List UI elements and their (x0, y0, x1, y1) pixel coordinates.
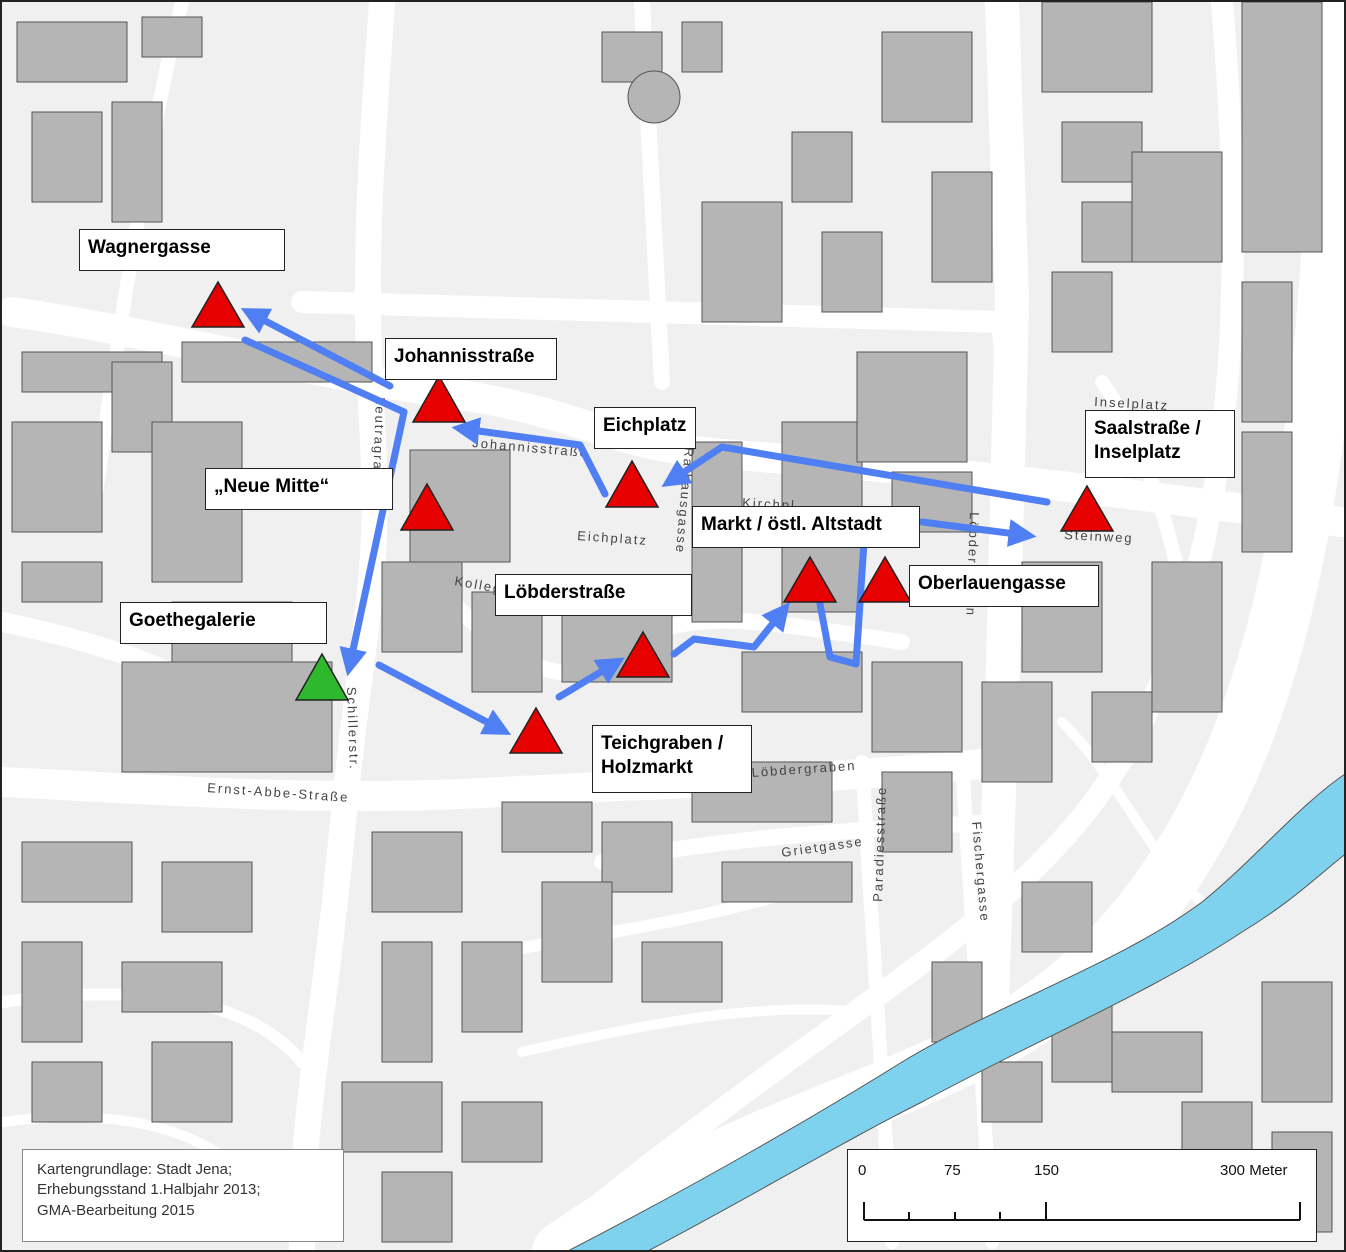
credit-line-2: Erhebungsstand 1.Halbjahr 2013; (37, 1181, 261, 1199)
credit-line-1: Kartengrundlage: Stadt Jena; (37, 1161, 233, 1178)
label-oberlauengasse: Oberlauengasse (909, 565, 1099, 607)
route-arrow-to-teichgraben (375, 661, 512, 735)
marker-goethegalerie[interactable] (294, 652, 350, 701)
label-wagnergasse: Wagnergasse (79, 229, 285, 271)
label-saalstrasse-inselplatz: Saalstraße / Inselplatz (1085, 410, 1235, 478)
label-neue-mitte: „Neue Mitte“ (205, 468, 393, 510)
route-arrow-to-eichplatz (661, 443, 1051, 506)
route-arrow-to-johannisstrasse (451, 417, 609, 498)
label-loebderstrasse: Löbderstraße (495, 574, 692, 616)
label-saalstrasse-line1: Saalstraße / (1094, 418, 1201, 439)
label-saalstrasse-line2: Inselplatz (1094, 441, 1181, 463)
marker-markt[interactable] (782, 555, 838, 603)
label-johannisstrasse: Johannisstraße (385, 338, 557, 380)
route-arrow-to-goethegalerie (241, 336, 408, 677)
scale-bar: 0 75 150 300 Meter (847, 1149, 1317, 1242)
marker-neue-mitte[interactable] (399, 482, 455, 531)
street-label-inselplatz: Inselplatz (1094, 394, 1170, 413)
marker-johannisstrasse[interactable] (411, 374, 467, 423)
marker-saalstrasse[interactable] (1059, 484, 1115, 532)
route-arrow-to-markt (670, 602, 790, 658)
map-credits: Kartengrundlage: Stadt Jena; Erhebungsst… (22, 1149, 344, 1242)
scale-tick-150: 150 (1034, 1162, 1060, 1179)
street-label-schillerstr: Schillerstr. (344, 687, 362, 771)
scale-tick-300: 300 Meter (1220, 1162, 1288, 1179)
street-label-loebdergraben: Löbdergraben (751, 758, 857, 780)
route-arrow-to-saalstrasse (918, 518, 1037, 547)
marker-loebderstrasse[interactable] (615, 630, 671, 678)
credit-line-3: GMA-Bearbeitung 2015 (37, 1201, 195, 1219)
scale-tick-75: 75 (944, 1162, 961, 1179)
marker-teichgraben[interactable] (508, 706, 564, 754)
scale-ruler (863, 1202, 1301, 1221)
route-arrow-to-wagnergasse (240, 308, 394, 390)
route-arrow-to-loebderstrasse (555, 657, 625, 701)
marker-oberlauengasse[interactable] (857, 555, 913, 603)
route-loop-oberlauengasse (816, 538, 868, 668)
street-label-paradiesstrasse: Paradiesstraße (870, 785, 889, 902)
street-label-eichplatz: Eichplatz (577, 528, 649, 548)
scale-tick-0: 0 (858, 1162, 867, 1179)
river-saale (568, 774, 1344, 1250)
label-markt-oestl-altstadt: Markt / östl. Altstadt (692, 506, 920, 548)
label-teichgraben-line2: Holzmarkt (601, 756, 693, 778)
marker-eichplatz[interactable] (604, 459, 660, 508)
marker-wagnergasse[interactable] (190, 280, 246, 328)
label-eichplatz: Eichplatz (594, 407, 696, 449)
survey-route (240, 308, 1051, 735)
survey-markers (190, 280, 1115, 754)
label-goethegalerie: Goethegalerie (120, 602, 327, 644)
label-teichgraben-line1: Teichgraben / (601, 733, 724, 754)
label-teichgraben-holzmarkt: Teichgraben / Holzmarkt (592, 725, 752, 793)
